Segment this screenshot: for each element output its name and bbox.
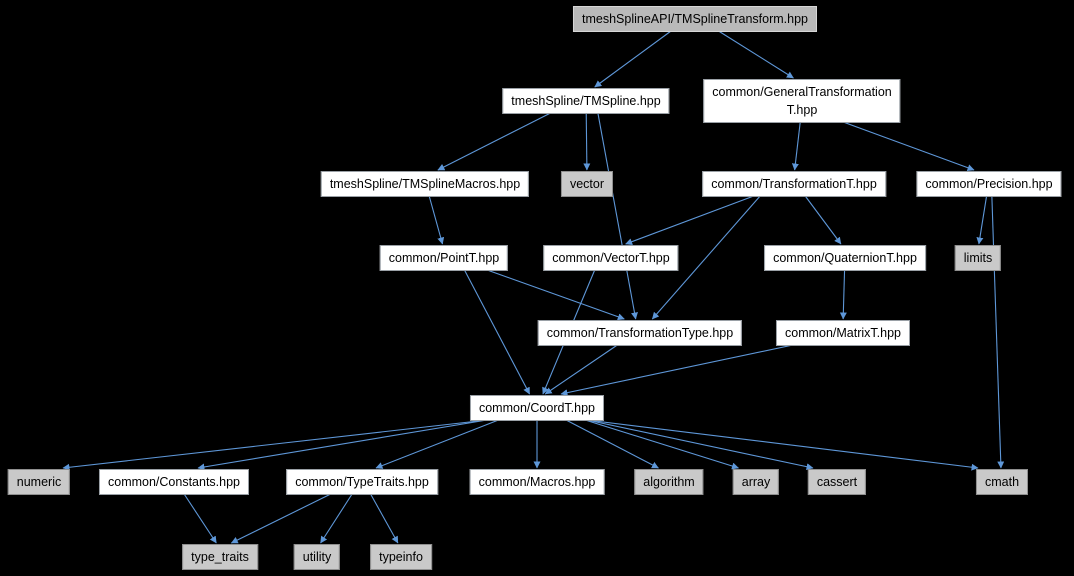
graph-node-tmspline[interactable]: tmeshSpline/TMSpline.hpp: [502, 88, 670, 114]
graph-node-numeric: numeric: [7, 469, 71, 495]
node-label: common/Precision.hpp: [925, 177, 1053, 191]
node-label: cmath: [984, 475, 1020, 489]
include-edge-tmspline-vector: [583, 112, 591, 171]
include-edge-coordT-algorithm: [565, 419, 659, 469]
include-edge-precision-limits: [976, 195, 988, 245]
graph-node-transT[interactable]: common/TransformationT.hpp: [702, 171, 886, 197]
include-edge-coordT-array: [585, 419, 739, 470]
graph-node-vector: vector: [560, 171, 614, 197]
node-label: common/Constants.hpp: [107, 475, 241, 489]
node-label: limits: [963, 251, 993, 265]
include-edge-quat-matrixT: [839, 269, 847, 320]
node-label: common/PointT.hpp: [388, 251, 500, 265]
graph-node-typeinfo: typeinfo: [370, 544, 432, 570]
graph-node-precision[interactable]: common/Precision.hpp: [916, 171, 1062, 197]
node-label: vector: [569, 177, 605, 191]
include-edge-transT-quat: [804, 195, 842, 245]
include-edge-root-tmspline: [594, 30, 672, 88]
node-label: tmeshSplineAPI/TMSplineTransform.hpp: [581, 12, 809, 26]
graph-node-ttype[interactable]: common/TransformationType.hpp: [537, 320, 743, 346]
node-label: common/GeneralTransformation T.hpp: [712, 85, 892, 117]
include-edge-coordT-cmath: [586, 419, 979, 471]
node-label: common/MatrixT.hpp: [784, 326, 902, 340]
graph-node-macroshpp[interactable]: common/Macros.hpp: [469, 469, 605, 495]
include-edge-transT-vectorT: [625, 195, 754, 245]
node-label: common/TypeTraits.hpp: [295, 475, 429, 489]
graph-node-vectorT[interactable]: common/VectorT.hpp: [543, 245, 679, 271]
graph-node-quat[interactable]: common/QuaternionT.hpp: [764, 245, 926, 271]
node-label: common/Macros.hpp: [478, 475, 596, 489]
graph-node-limits: limits: [954, 245, 1002, 271]
node-label: common/TransformationT.hpp: [711, 177, 877, 191]
node-label: type_traits: [191, 550, 249, 564]
graph-node-gentrans[interactable]: common/GeneralTransformation T.hpp: [703, 79, 901, 123]
include-edge-precision-cmath: [991, 195, 1005, 469]
graph-node-matrixT[interactable]: common/MatrixT.hpp: [775, 320, 911, 346]
include-edge-typetraits-utility: [320, 493, 353, 544]
include-edge-macros-pointT: [428, 195, 445, 245]
node-label: typeinfo: [379, 550, 423, 564]
graph-node-cmath: cmath: [975, 469, 1029, 495]
graph-node-typetraits[interactable]: common/TypeTraits.hpp: [286, 469, 438, 495]
node-label: cassert: [816, 475, 858, 489]
include-edge-pointT-coordT: [463, 269, 531, 395]
include-edge-coordT-typetraits: [375, 419, 499, 469]
node-label: common/CoordT.hpp: [478, 401, 596, 415]
graph-node-algorithm: algorithm: [634, 469, 704, 495]
graph-node-type_traits: type_traits: [182, 544, 258, 570]
graph-node-array: array: [732, 469, 780, 495]
include-edge-tmspline-ttype: [597, 112, 638, 320]
include-edge-ttype-coordT: [544, 344, 618, 395]
include-edge-constants-type_traits: [183, 493, 217, 544]
graph-node-utility: utility: [293, 544, 341, 570]
node-label: numeric: [16, 475, 62, 489]
include-edge-gentrans-precision: [842, 121, 975, 172]
include-edge-root-gentrans: [718, 30, 794, 79]
graph-node-macros[interactable]: tmeshSpline/TMSplineMacros.hpp: [320, 171, 530, 197]
node-label: tmeshSpline/TMSpline.hpp: [511, 94, 661, 108]
include-edge-coordT-constants: [197, 419, 488, 471]
node-label: algorithm: [643, 475, 695, 489]
include-edge-typetraits-typeinfo: [370, 493, 399, 544]
include-edge-typetraits-type_traits: [230, 493, 332, 544]
include-edge-transT-ttype: [651, 195, 761, 320]
node-label: array: [741, 475, 771, 489]
node-label: common/QuaternionT.hpp: [773, 251, 917, 265]
node-label: common/TransformationType.hpp: [546, 326, 734, 340]
graph-node-root: tmeshSplineAPI/TMSplineTransform.hpp: [572, 6, 818, 32]
node-label: common/VectorT.hpp: [552, 251, 670, 265]
node-label: tmeshSpline/TMSplineMacros.hpp: [329, 177, 521, 191]
graph-node-cassert: cassert: [807, 469, 867, 495]
include-edge-pointT-ttype: [486, 269, 625, 321]
graph-node-pointT[interactable]: common/PointT.hpp: [379, 245, 509, 271]
include-edge-tmspline-macros: [437, 112, 551, 171]
graph-node-coordT[interactable]: common/CoordT.hpp: [469, 395, 605, 421]
include-edge-coordT-cassert: [586, 419, 814, 471]
graph-node-constants[interactable]: common/Constants.hpp: [98, 469, 250, 495]
include-edge-coordT-numeric: [62, 419, 488, 471]
include-edge-gentrans-transT: [791, 121, 801, 171]
node-label: utility: [302, 550, 332, 564]
include-edge-matrixT-coordT: [560, 344, 794, 397]
